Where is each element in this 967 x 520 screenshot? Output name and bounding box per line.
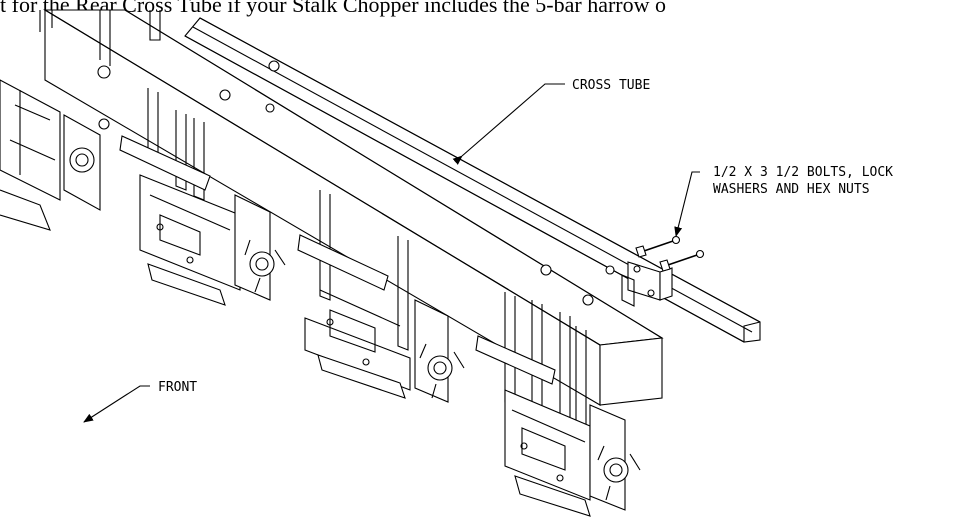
bolts: [635, 235, 705, 272]
front-label: FRONT: [158, 380, 197, 395]
main-toolbar: [43, 9, 664, 406]
instruction-heading: t for the Rear Cross Tube if your Stalk …: [0, 0, 666, 17]
row-unit-4: [475, 335, 641, 517]
bolts-label-line2: WASHERS AND HEX NUTS: [713, 182, 870, 197]
bolts-callout: 1/2 X 3 1/2 BOLTS, LOCK WASHERS AND HEX …: [674, 165, 893, 237]
cross-tube-bracket: [621, 261, 673, 307]
row-unit-1: [0, 79, 101, 231]
bolts-label-line1: 1/2 X 3 1/2 BOLTS, LOCK: [713, 165, 893, 180]
row-unit-3: [297, 234, 465, 403]
front-callout: FRONT: [83, 380, 197, 423]
cross-tube-label: CROSS TUBE: [572, 78, 650, 93]
row-unit-2: [119, 135, 286, 306]
cross-tube-callout: CROSS TUBE: [452, 78, 650, 165]
strap-nuts: [97, 60, 615, 306]
